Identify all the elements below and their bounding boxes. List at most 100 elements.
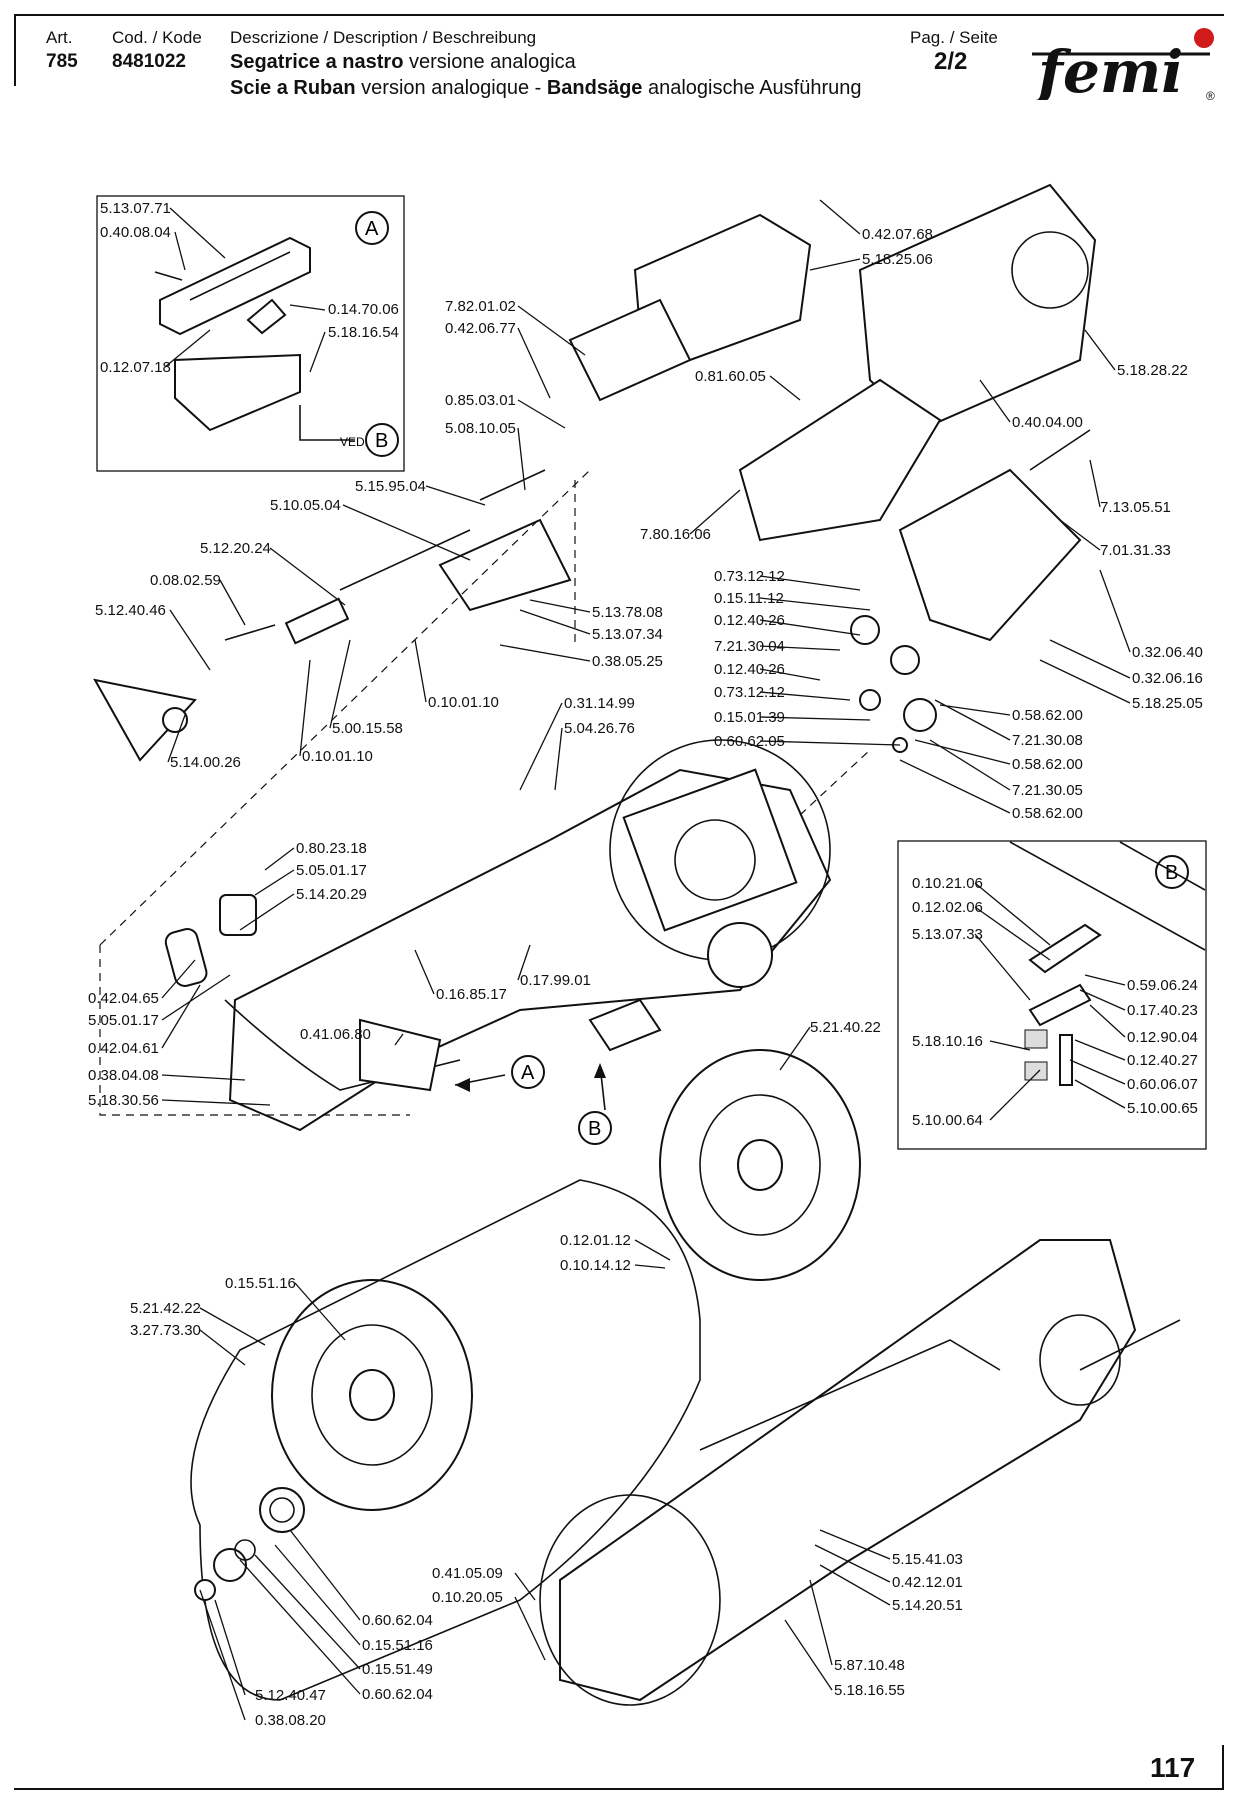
part-label: 5.14.20.51 <box>892 1597 963 1614</box>
part-label: 0.12.07.18 <box>100 359 171 376</box>
callout-b-letter-main: B <box>588 1118 601 1140</box>
part-label: 7.21.30.05 <box>1012 782 1083 799</box>
part-label: 5.10.00.65 <box>1127 1100 1198 1117</box>
code-value: 8481022 <box>112 51 186 72</box>
part-label: 0.15.51.49 <box>362 1661 433 1678</box>
part-number-labels: 5.13.07.71 0.40.08.04 0.14.70.06 5.18.16… <box>88 200 1203 1729</box>
vedi-label: VEDI <box>340 435 368 449</box>
part-label: 0.40.08.04 <box>100 224 171 241</box>
part-label: 5.12.20.24 <box>200 540 271 557</box>
bearings <box>194 1487 305 1601</box>
part-label: 0.41.05.09 <box>432 1565 503 1582</box>
logo-registered-mark: ® <box>1206 89 1215 100</box>
part-label: 7.80.16.06 <box>640 526 711 543</box>
part-label: 0.60.62.05 <box>714 733 785 750</box>
blade-guard <box>539 1239 1181 1706</box>
detail-box-a <box>96 195 405 472</box>
callout-b-letter: B <box>1165 862 1178 884</box>
vice-spindle <box>93 469 572 762</box>
part-label: 5.14.00.26 <box>170 754 241 771</box>
part-label: 0.16.85.17 <box>436 986 507 1003</box>
callout-a-circle <box>355 211 389 245</box>
part-label: 0.60.62.04 <box>362 1612 433 1629</box>
part-label: 0.10.14.12 <box>560 1257 631 1274</box>
header-left-rule <box>14 14 16 86</box>
part-label: 5.13.78.08 <box>592 604 663 621</box>
part-label: 5.13.07.34 <box>592 626 663 643</box>
part-label: 0.15.51.16 <box>362 1637 433 1654</box>
part-label: 5.05.01.17 <box>296 862 367 879</box>
saw-blade <box>190 1179 701 1701</box>
part-label: 5.21.42.22 <box>130 1300 201 1317</box>
title-german-rest: analogische Ausführung <box>642 77 862 99</box>
title-italian-bold: Segatrice a nastro <box>230 51 404 73</box>
part-label: 0.15.51.16 <box>225 1275 296 1292</box>
part-label: 0.42.04.65 <box>88 990 159 1007</box>
part-label: 0.73.12.12 <box>714 684 785 701</box>
part-label: 7.13.05.51 <box>1100 499 1171 516</box>
part-label: 0.12.01.12 <box>560 1232 631 1249</box>
footer-rule <box>14 1788 1224 1790</box>
part-label: 0.42.06.77 <box>445 320 516 337</box>
part-label: 7.82.01.02 <box>445 298 516 315</box>
part-label: 5.10.05.04 <box>270 497 341 514</box>
part-label: 0.31.14.99 <box>564 695 635 712</box>
part-label: 5.18.25.05 <box>1132 695 1203 712</box>
part-label: 0.10.01.10 <box>428 694 499 711</box>
part-label: 0.12.40.26 <box>714 612 785 629</box>
part-label: 0.85.03.01 <box>445 392 516 409</box>
arrow-callouts: A B <box>454 1055 612 1145</box>
part-label: 3.27.73.30 <box>130 1322 201 1339</box>
footer-vertical-rule <box>1222 1745 1224 1790</box>
part-label: 0.12.02.06 <box>912 899 983 916</box>
part-label: 5.87.10.48 <box>834 1657 905 1674</box>
title-german-bold: Bandsäge <box>546 77 643 99</box>
part-label: 0.10.21.06 <box>912 875 983 892</box>
title-italian-rest: versione analogica <box>403 51 576 73</box>
part-label: 5.05.01.17 <box>88 1012 159 1029</box>
header-frame <box>14 14 1224 90</box>
title-french-bold: Scie a Ruban <box>230 77 356 99</box>
part-label: 5.18.28.22 <box>1117 362 1188 379</box>
part-label: 5.04.26.76 <box>564 720 635 737</box>
part-label: 0.17.40.23 <box>1127 1002 1198 1019</box>
part-label: 5.18.16.55 <box>834 1682 905 1699</box>
page-number: 117 <box>1150 1752 1196 1783</box>
part-label: 0.59.06.24 <box>1127 977 1198 994</box>
part-label: 5.15.41.03 <box>892 1551 963 1568</box>
code-label: Cod. / Kode <box>112 28 202 47</box>
part-label: 0.58.62.00 <box>1012 805 1083 822</box>
gear-cluster <box>850 615 937 753</box>
callout-b-letter-top: B <box>375 430 388 452</box>
part-label: 5.15.95.04 <box>355 478 426 495</box>
part-label: 0.12.40.26 <box>714 661 785 678</box>
part-label: 0.32.06.40 <box>1132 644 1203 661</box>
description-label: Descrizione / Description / Beschreibung <box>230 28 537 47</box>
page-label: Pag. / Seite <box>910 28 998 47</box>
part-label: 0.41.06.80 <box>300 1026 371 1043</box>
callout-b-circle-top <box>365 423 399 457</box>
femi-logo: femi ® <box>1032 28 1215 100</box>
part-label: 5.13.07.71 <box>100 200 171 217</box>
detail-box-b <box>897 840 1207 1150</box>
logo-wordmark: femi <box>1034 38 1183 100</box>
title-italian: Segatrice a nastro versione analogica <box>230 50 576 74</box>
part-label: 0.42.07.68 <box>862 226 933 243</box>
part-label: 0.38.04.08 <box>88 1067 159 1084</box>
part-label: 0.15.11.12 <box>714 590 784 607</box>
part-label: 0.38.08.20 <box>255 1712 326 1729</box>
part-label: 5.10.00.64 <box>912 1112 983 1129</box>
part-label: 5.14.20.29 <box>296 886 367 903</box>
part-label: 0.73.12.12 <box>714 568 785 585</box>
leader-lines <box>161 199 1131 1721</box>
part-label: 0.42.04.61 <box>88 1040 159 1057</box>
art-label: Art. <box>46 28 73 47</box>
part-label: 5.18.16.54 <box>328 324 399 341</box>
part-label: 0.08.02.59 <box>150 572 221 589</box>
motor-covers <box>568 183 1097 642</box>
band-wheels <box>271 1049 861 1511</box>
part-label: 5.18.30.56 <box>88 1092 159 1109</box>
page-value: 2/2 <box>934 48 968 75</box>
part-label: 0.80.23.18 <box>296 840 367 857</box>
